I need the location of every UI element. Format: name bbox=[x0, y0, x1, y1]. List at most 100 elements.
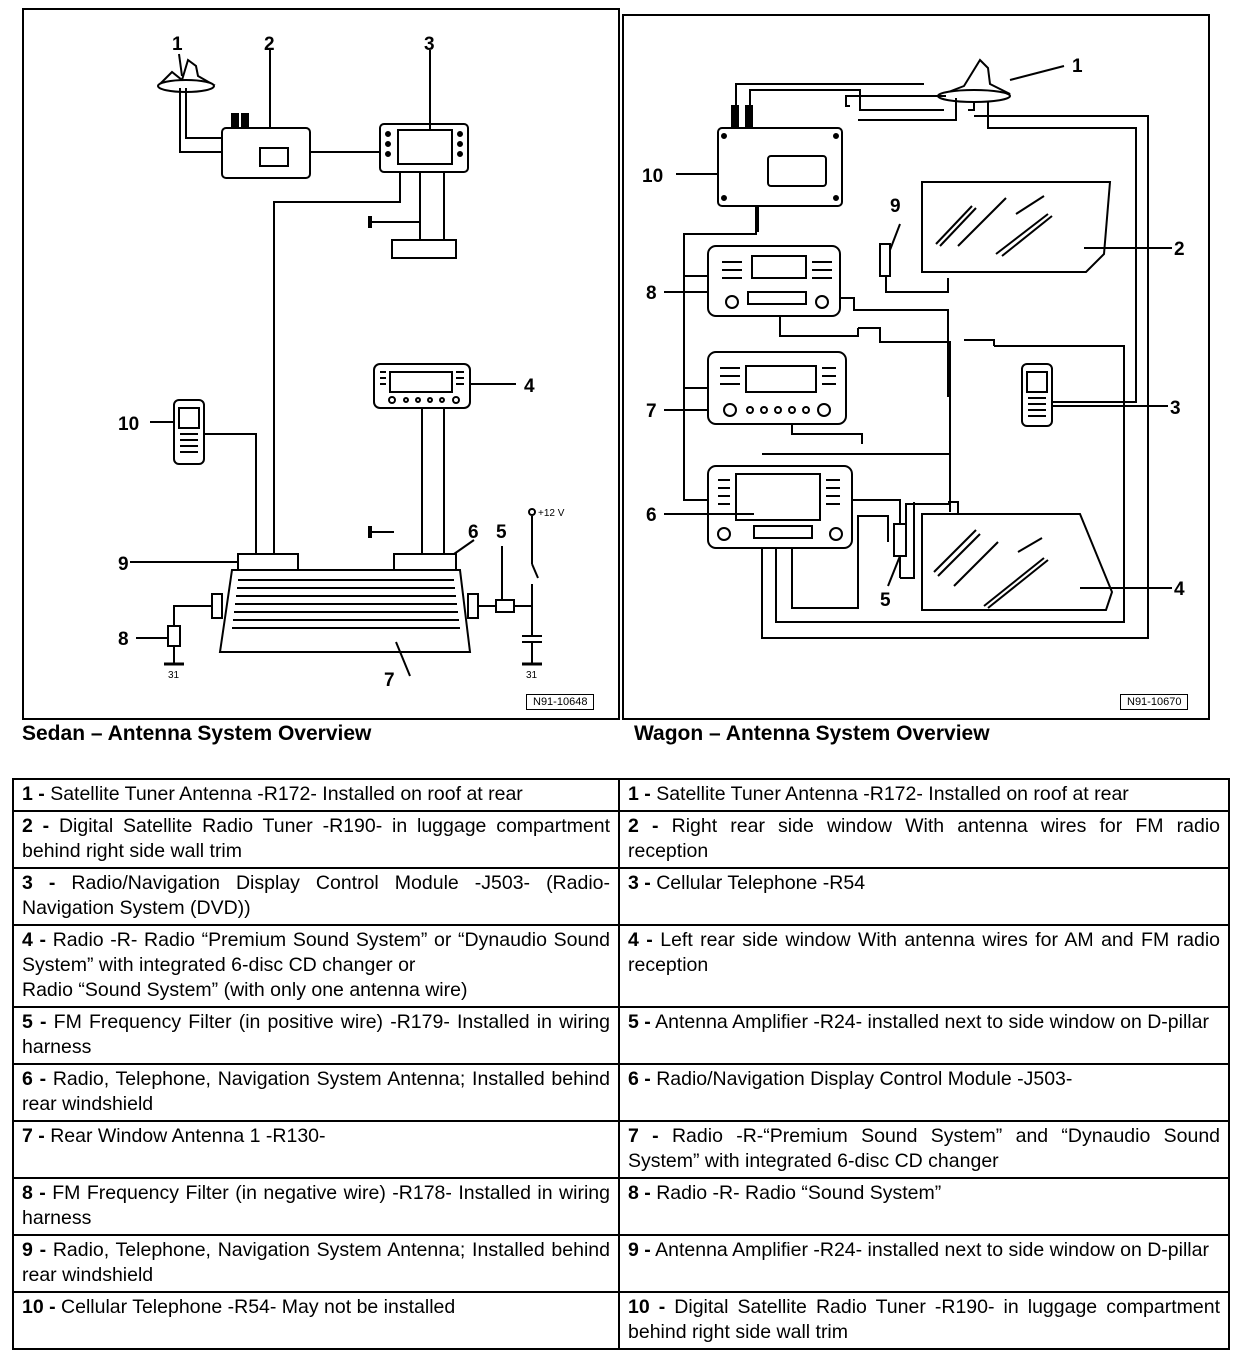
sedan-legend-cell: 7 - Rear Window Antenna 1 -R130- bbox=[12, 1120, 620, 1179]
legend-text: Radio -R- Radio “Premium Sound System” o… bbox=[22, 929, 610, 1001]
wagon-callout-9: 9 bbox=[890, 196, 901, 217]
legend-text: FM Frequency Filter (in negative wire) -… bbox=[22, 1182, 610, 1229]
legend-text: Radio -R- Radio “Sound System” bbox=[656, 1182, 942, 1204]
legend-row: 4 - Radio -R- Radio “Premium Sound Syste… bbox=[12, 924, 1230, 1008]
sedan-diagram-panel: 1 2 3 4 5 6 7 8 9 10 +12 V 31 31 N91-106… bbox=[22, 8, 620, 720]
legend-number: 4 - bbox=[628, 929, 653, 951]
sedan-callout-8: 8 bbox=[118, 629, 129, 650]
legend-number: 1 - bbox=[628, 783, 651, 805]
wagon-callout-3: 3 bbox=[1170, 398, 1181, 419]
cellular-phone-icon bbox=[173, 399, 205, 465]
satellite-tuner-icon bbox=[717, 105, 843, 207]
sedan-diagram: 1 2 3 4 5 6 7 8 9 10 +12 V 31 31 bbox=[118, 34, 565, 691]
legend-text: Digital Satellite Radio Tuner -R190- in … bbox=[628, 1296, 1220, 1343]
wagon-legend-cell: 7 - Radio -R-“Premium Sound System” and … bbox=[618, 1120, 1230, 1179]
legend-number: 5 - bbox=[628, 1011, 651, 1033]
wagon-legend-cell: 10 - Digital Satellite Radio Tuner -R190… bbox=[618, 1291, 1230, 1350]
wagon-legend-cell: 2 - Right rear side window With antenna … bbox=[618, 810, 1230, 869]
sedan-callout-2: 2 bbox=[264, 34, 275, 55]
legend-row: 6 - Radio, Telephone, Navigation System … bbox=[12, 1063, 1230, 1122]
legend-number: 7 - bbox=[22, 1125, 45, 1147]
sedan-legend-cell: 10 - Cellular Telephone -R54- May not be… bbox=[12, 1291, 620, 1350]
legend-number: 9 - bbox=[22, 1239, 47, 1261]
legend-text: Satellite Tuner Antenna -R172- Installed… bbox=[656, 783, 1129, 805]
wagon-callout-4: 4 bbox=[1174, 579, 1185, 600]
wagon-legend-cell: 6 - Radio/Navigation Display Control Mod… bbox=[618, 1063, 1230, 1122]
legend-number: 8 - bbox=[628, 1182, 651, 1204]
sedan-callout-4: 4 bbox=[524, 376, 535, 397]
wagon-callout-8: 8 bbox=[646, 283, 657, 304]
sedan-ground-label-5: 31 bbox=[526, 670, 538, 681]
sedan-reference-number: N91-10648 bbox=[526, 694, 595, 710]
legend-text: Cellular Telephone -R54 bbox=[656, 872, 866, 894]
legend-row: 1 - Satellite Tuner Antenna -R172- Insta… bbox=[12, 778, 1230, 812]
legend-text: Radio/Navigation Display Control Module … bbox=[22, 872, 610, 919]
legend-number: 10 - bbox=[22, 1296, 56, 1318]
wagon-diagram-panel: 1 2 3 4 5 6 7 8 9 10 N91-10670 bbox=[622, 14, 1210, 720]
sedan-legend-cell: 5 - FM Frequency Filter (in positive wir… bbox=[12, 1006, 620, 1065]
sedan-callout-7: 7 bbox=[384, 670, 395, 691]
cellular-phone-icon bbox=[1021, 363, 1053, 427]
sedan-legend-cell: 4 - Radio -R- Radio “Premium Sound Syste… bbox=[12, 924, 620, 1008]
legend-text: Satellite Tuner Antenna -R172- Installed… bbox=[50, 783, 523, 805]
legend-number: 1 - bbox=[22, 783, 45, 805]
sedan-legend-cell: 2 - Digital Satellite Radio Tuner -R190-… bbox=[12, 810, 620, 869]
legend-text: Antenna Amplifier -R24- installed next t… bbox=[655, 1239, 1209, 1261]
right-rear-window-icon bbox=[921, 181, 1112, 273]
legend-text: Right rear side window With antenna wire… bbox=[628, 815, 1221, 862]
sedan-legend-cell: 6 - Radio, Telephone, Navigation System … bbox=[12, 1063, 620, 1122]
legend-row: 5 - FM Frequency Filter (in positive wir… bbox=[12, 1006, 1230, 1065]
legend-text: Rear Window Antenna 1 -R130- bbox=[50, 1125, 326, 1147]
wagon-caption: Wagon – Antenna System Overview bbox=[634, 722, 990, 745]
satellite-antenna-icon bbox=[157, 58, 216, 93]
legend-row: 8 - FM Frequency Filter (in negative wir… bbox=[12, 1177, 1230, 1236]
legend-number: 3 - bbox=[628, 872, 651, 894]
sedan-legend-cell: 8 - FM Frequency Filter (in negative wir… bbox=[12, 1177, 620, 1236]
wagon-callout-7: 7 bbox=[646, 401, 657, 422]
legend-text: Radio, Telephone, Navigation System Ante… bbox=[22, 1239, 610, 1286]
sedan-callout-3: 3 bbox=[424, 34, 435, 55]
legend-row: 9 - Radio, Telephone, Navigation System … bbox=[12, 1234, 1230, 1293]
navigation-display-icon bbox=[379, 123, 469, 173]
legend-number: 2 - bbox=[628, 815, 659, 837]
satellite-tuner-icon bbox=[221, 113, 311, 179]
wagon-callout-1: 1 bbox=[1072, 56, 1083, 77]
sedan-voltage-label: +12 V bbox=[538, 508, 565, 519]
navigation-display-icon bbox=[707, 465, 853, 549]
wagon-reference-number: N91-10670 bbox=[1120, 694, 1189, 710]
satellite-antenna-icon bbox=[937, 58, 1011, 103]
legend-number: 5 - bbox=[22, 1011, 47, 1033]
radio-premium-sound-icon bbox=[707, 351, 847, 425]
legend-number: 8 - bbox=[22, 1182, 46, 1204]
radio-sound-system-icon bbox=[707, 245, 841, 317]
wagon-legend-cell: 4 - Left rear side window With antenna w… bbox=[618, 924, 1230, 1008]
sedan-callout-6: 6 bbox=[468, 522, 479, 543]
wagon-legend-cell: 3 - Cellular Telephone -R54 bbox=[618, 867, 1230, 926]
legend-row: 7 - Rear Window Antenna 1 -R130- 7 - Rad… bbox=[12, 1120, 1230, 1179]
wagon-diagram: 1 2 3 4 5 6 7 8 9 10 bbox=[642, 56, 1185, 639]
wagon-callout-5: 5 bbox=[880, 590, 891, 611]
legend-text: Digital Satellite Radio Tuner -R190- in … bbox=[22, 815, 610, 862]
legend-row: 10 - Cellular Telephone -R54- May not be… bbox=[12, 1291, 1230, 1350]
wagon-legend-cell: 1 - Satellite Tuner Antenna -R172- Insta… bbox=[618, 778, 1230, 812]
wagon-legend-cell: 8 - Radio -R- Radio “Sound System” bbox=[618, 1177, 1230, 1236]
wagon-callout-10: 10 bbox=[642, 166, 663, 187]
legend-number: 6 - bbox=[22, 1068, 47, 1090]
wagon-callout-2: 2 bbox=[1174, 239, 1185, 260]
legend-number: 7 - bbox=[628, 1125, 659, 1147]
legend-text: FM Frequency Filter (in positive wire) -… bbox=[22, 1011, 610, 1058]
sedan-legend-cell: 3 - Radio/Navigation Display Control Mod… bbox=[12, 867, 620, 926]
legend-text: Radio -R-“Premium Sound System” and “Dyn… bbox=[628, 1125, 1221, 1172]
sedan-legend-cell: 9 - Radio, Telephone, Navigation System … bbox=[12, 1234, 620, 1293]
wagon-legend-cell: 9 - Antenna Amplifier -R24- installed ne… bbox=[618, 1234, 1230, 1293]
legend-table: 1 - Satellite Tuner Antenna -R172- Insta… bbox=[12, 778, 1230, 1350]
legend-text: Radio/Navigation Display Control Module … bbox=[656, 1068, 1073, 1090]
sedan-ground-label-8: 31 bbox=[168, 670, 180, 681]
legend-text: Antenna Amplifier -R24- installed next t… bbox=[655, 1011, 1209, 1033]
wagon-callout-6: 6 bbox=[646, 505, 657, 526]
sedan-caption: Sedan – Antenna System Overview bbox=[22, 722, 372, 745]
sedan-callout-9: 9 bbox=[118, 554, 129, 575]
sedan-legend-cell: 1 - Satellite Tuner Antenna -R172- Insta… bbox=[12, 778, 620, 812]
legend-number: 6 - bbox=[628, 1068, 651, 1090]
sedan-callout-5: 5 bbox=[496, 522, 507, 543]
